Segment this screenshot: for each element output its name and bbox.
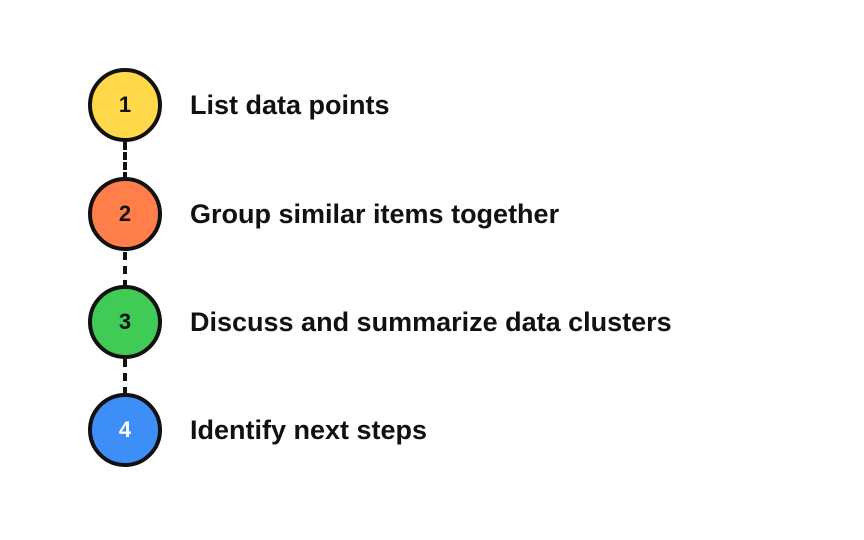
step-3: 3 Discuss and summarize data clusters	[88, 284, 672, 360]
step-number: 2	[118, 201, 132, 226]
step-number: 3	[118, 309, 132, 334]
step-number-badge: 1	[88, 68, 162, 142]
step-number-badge: 3	[88, 285, 162, 359]
step-number: 4	[118, 417, 132, 442]
step-label: List data points	[190, 89, 390, 120]
step-label: Identify next steps	[190, 414, 428, 445]
step-1: 1 List data points	[88, 67, 390, 143]
dashed-connector-1-2	[123, 142, 127, 180]
dashed-connector-2-3	[123, 252, 127, 288]
dashed-connector-3-4	[123, 359, 127, 395]
step-number-badge: 4	[88, 393, 162, 467]
step-4: 4 Identify next steps	[88, 392, 427, 468]
step-label: Discuss and summarize data clusters	[190, 306, 672, 337]
step-2: 2 Group similar items together	[88, 176, 559, 252]
step-number: 1	[118, 92, 132, 117]
step-label: Group similar items together	[190, 198, 560, 229]
step-number-badge: 2	[88, 177, 162, 251]
